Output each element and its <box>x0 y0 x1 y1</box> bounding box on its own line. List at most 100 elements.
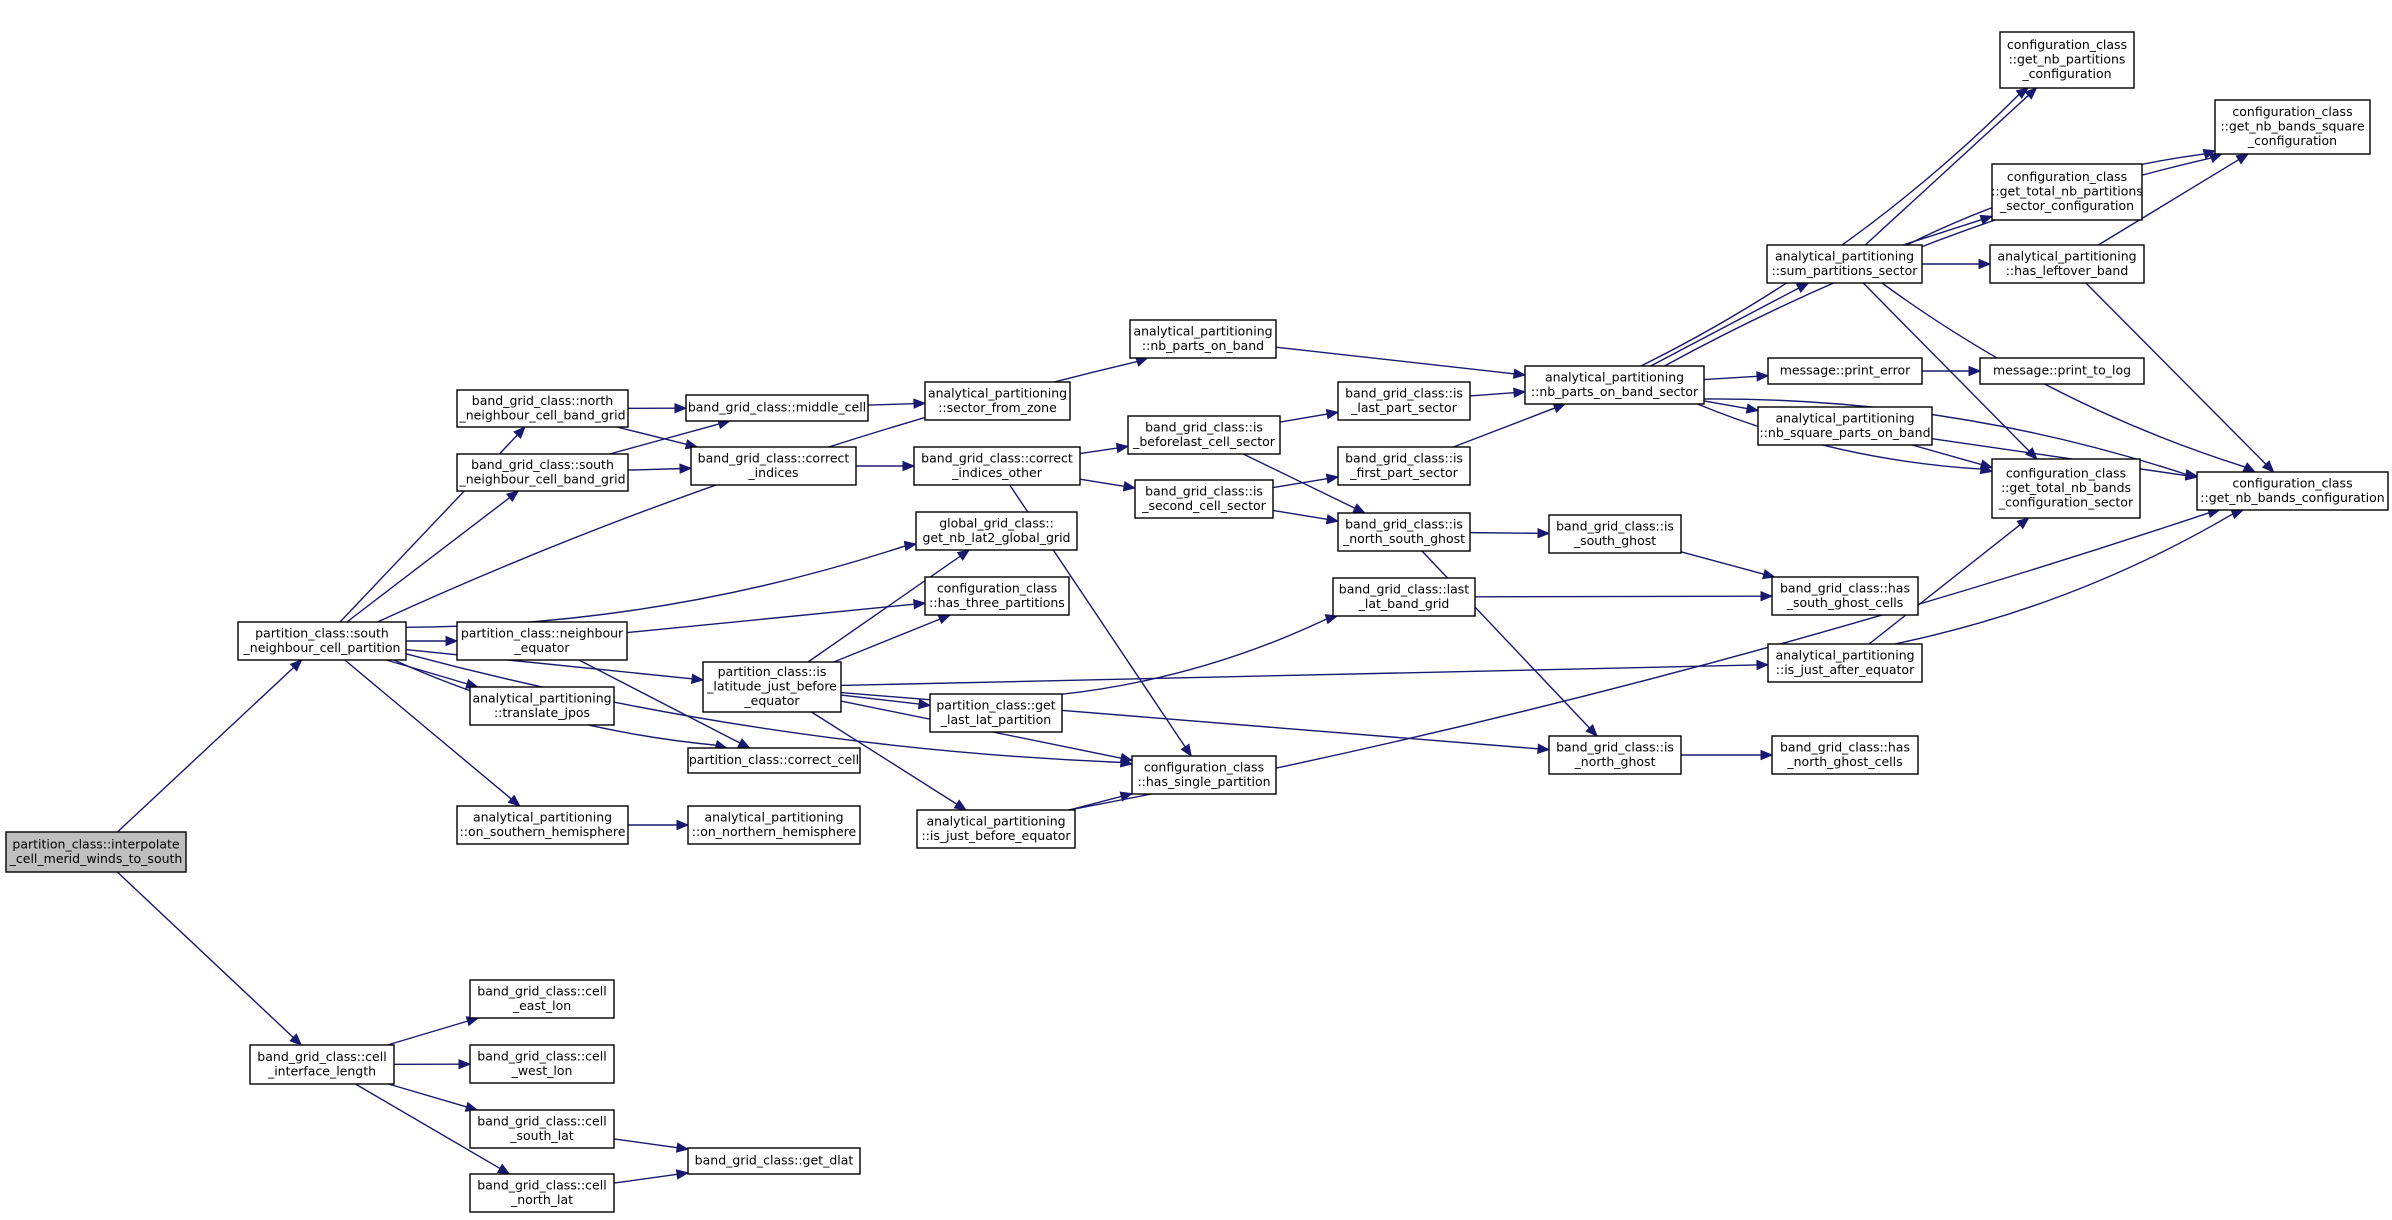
edge-arrowhead <box>1795 282 1810 293</box>
node-middle_cell[interactable]: band_grid_class::middle_cell <box>685 394 869 422</box>
node-correct_indices[interactable]: band_grid_class::correct_indices <box>690 446 857 486</box>
node-box <box>456 389 629 428</box>
edge-is_lat_before_eq-to-get_last_lat_part <box>840 694 920 705</box>
node-has_south_ghost[interactable]: band_grid_class::has_south_ghost_cells <box>1771 576 1919 616</box>
edge-is_north_south_ghost-to-is_south_ghost <box>1469 531 1539 534</box>
node-cell_north_lat[interactable]: band_grid_class::cell_north_lat <box>469 1173 615 1213</box>
node-get_total_nb_bands[interactable]: configuration_class::get_total_nb_bands_… <box>1991 458 2141 519</box>
node-box <box>2196 471 2389 511</box>
node-nb_square_parts[interactable]: analytical_partitioning::nb_square_parts… <box>1757 406 1933 446</box>
node-sum_part_sector[interactable]: analytical_partitioning::sum_partitions_… <box>1766 244 1923 284</box>
edge-sum_part_sector-to-get_nb_bands_conf <box>1881 282 2246 468</box>
edge-arrowhead <box>2235 153 2250 165</box>
edge-arrowhead <box>1119 752 1134 764</box>
node-label-line: _indices <box>747 465 798 480</box>
edge-has_leftover-to-get_nb_bands_square <box>2097 159 2240 246</box>
node-box <box>1979 357 2145 385</box>
edge-correct_indices_other-to-is_second_cell <box>1079 478 1125 487</box>
node-label-line: _north_ghost <box>1574 754 1656 769</box>
node-on_south_hemi[interactable]: analytical_partitioning::on_southern_hem… <box>456 805 629 845</box>
node-is_north_south_ghost[interactable]: band_grid_class::is_north_south_ghost <box>1337 512 1471 552</box>
edge-neigh_equator-to-has_three_part <box>626 603 915 634</box>
edge-arrowhead <box>2230 509 2245 520</box>
node-has_three_part[interactable]: configuration_class::has_three_partition… <box>924 576 1070 616</box>
node-correct_cell[interactable]: partition_class::correct_cell <box>687 747 861 774</box>
node-box <box>924 381 1071 421</box>
edge-is_lat_before_eq-to-get_nb_lat2 <box>807 555 961 663</box>
node-box <box>1771 735 1919 775</box>
node-label-line: band_grid_class::cell <box>477 1048 606 1063</box>
edge-cell_iface_len-to-cell_east_lon <box>387 1020 468 1046</box>
node-south_neigh_part[interactable]: partition_class::south_neighbour_cell_pa… <box>237 621 407 661</box>
node-box <box>456 805 629 845</box>
node-on_north_hemi[interactable]: analytical_partitioning::on_northern_hem… <box>687 805 861 845</box>
edge-arrowhead <box>675 1142 690 1153</box>
node-box <box>237 621 407 661</box>
node-cell_iface_len[interactable]: band_grid_class::cell_interface_length <box>249 1044 395 1085</box>
node-box <box>469 979 615 1019</box>
node-label-line: ::is_just_after_equator <box>1776 662 1915 677</box>
edge-arrowhead <box>1513 387 1527 398</box>
node-is_lat_before_eq[interactable]: partition_class::is_latitude_just_before… <box>702 661 842 713</box>
edge-arrowhead <box>2202 149 2217 160</box>
node-cell_east_lon[interactable]: band_grid_class::cell_east_lon <box>469 979 615 1019</box>
node-sector_from_zone[interactable]: analytical_partitioning::sector_from_zon… <box>924 381 1071 421</box>
node-get_dlat[interactable]: band_grid_class::get_dlat <box>687 1147 861 1175</box>
node-label-line: band_grid_class::is <box>1145 483 1263 498</box>
node-box <box>469 1173 615 1213</box>
edge-is_north_south_ghost-to-is_north_ghost <box>1421 550 1590 729</box>
node-is_second_cell[interactable]: band_grid_class::is_second_cell_sector <box>1134 479 1274 519</box>
node-get_nb_bands_conf[interactable]: configuration_class::get_nb_bands_config… <box>2196 471 2389 511</box>
node-box <box>1548 514 1682 554</box>
node-has_single_part[interactable]: configuration_class::has_single_partitio… <box>1131 755 1277 795</box>
node-box <box>1131 755 1277 795</box>
node-label-line: _south_ghost <box>1573 533 1656 548</box>
node-label-line: _indices_other <box>951 465 1043 480</box>
node-box <box>1129 319 1277 359</box>
node-print_error[interactable]: message::print_error <box>1767 357 1923 385</box>
node-nb_parts_on_band[interactable]: analytical_partitioning::nb_parts_on_ban… <box>1129 319 1277 359</box>
node-get_total_nb_part[interactable]: configuration_class::get_total_nb_partit… <box>1991 163 2143 221</box>
node-label-line: analytical_partitioning <box>472 690 611 705</box>
node-translate_jpos[interactable]: analytical_partitioning::translate_jpos <box>469 686 615 726</box>
node-has_north_ghost[interactable]: band_grid_class::has_north_ghost_cells <box>1771 735 1919 775</box>
node-label-line: analytical_partitioning <box>1775 248 1914 263</box>
node-print_to_log[interactable]: message::print_to_log <box>1979 357 2145 385</box>
node-neigh_equator[interactable]: partition_class::neighbour_equator <box>456 621 628 661</box>
edge-is_just_after_eq-to-get_nb_bands_conf <box>1894 513 2234 645</box>
node-cell_west_lon[interactable]: band_grid_class::cell_west_lon <box>469 1044 615 1084</box>
edge-interpolate-to-south_neigh_part <box>116 666 295 833</box>
node-label-line: ::nb_parts_on_band_sector <box>1531 384 1699 399</box>
node-get_nb_bands_square[interactable]: configuration_class::get_nb_bands_square… <box>2214 99 2371 155</box>
node-interpolate[interactable]: partition_class::interpolate_cell_merid_… <box>5 831 187 873</box>
node-box <box>1337 512 1471 552</box>
edge-sum_part_sector-to-get_total_nb_bands <box>1862 282 2030 452</box>
node-get_nb_part_conf[interactable]: configuration_class::get_nb_partitions_c… <box>1999 31 2135 89</box>
edge-nb_square_parts-to-get_total_nb_bands <box>1911 444 1982 466</box>
node-box <box>456 453 629 492</box>
edge-has_leftover-to-get_nb_bands_conf <box>2085 282 2267 465</box>
node-is_just_before_eq[interactable]: analytical_partitioning::is_just_before_… <box>916 809 1076 849</box>
node-label-line: ::get_total_nb_bands <box>2001 480 2131 495</box>
node-is_last_part[interactable]: band_grid_class::is_last_part_sector <box>1337 381 1471 421</box>
node-nb_parts_band_sector[interactable]: analytical_partitioning::nb_parts_on_ban… <box>1524 365 1705 405</box>
node-north_neigh_bg[interactable]: band_grid_class::north_neighbour_cell_ba… <box>456 389 629 428</box>
edge-arrowhead <box>913 599 927 610</box>
node-is_just_after_eq[interactable]: analytical_partitioning::is_just_after_e… <box>1767 643 1923 683</box>
node-is_south_ghost[interactable]: band_grid_class::is_south_ghost <box>1548 514 1682 554</box>
node-last_lat_bg[interactable]: band_grid_class::last_lat_band_grid <box>1332 577 1476 617</box>
node-box <box>5 831 187 873</box>
node-cell_south_lat[interactable]: band_grid_class::cell_south_lat <box>469 1109 615 1149</box>
node-has_leftover[interactable]: analytical_partitioning::has_leftover_ba… <box>1989 244 2145 284</box>
node-get_nb_lat2[interactable]: global_grid_class::get_nb_lat2_global_gr… <box>915 511 1078 551</box>
node-south_neigh_bg[interactable]: band_grid_class::south_neighbour_cell_ba… <box>456 453 629 492</box>
node-box <box>685 394 869 422</box>
node-is_north_ghost[interactable]: band_grid_class::is_north_ghost <box>1548 735 1682 775</box>
edge-arrowhead <box>913 398 927 409</box>
node-correct_indices_other[interactable]: band_grid_class::correct_indices_other <box>913 446 1081 486</box>
edge-sum_part_sector-to-get_nb_part_conf <box>1864 94 2029 246</box>
node-is_beforelast[interactable]: band_grid_class::is_beforelast_cell_sect… <box>1127 415 1281 455</box>
node-is_first_part[interactable]: band_grid_class::is_first_part_sector <box>1337 446 1471 486</box>
edge-south_neigh_part-to-is_lat_before_eq <box>405 648 693 680</box>
node-get_last_lat_part[interactable]: partition_class::get_last_lat_partition <box>929 693 1063 733</box>
